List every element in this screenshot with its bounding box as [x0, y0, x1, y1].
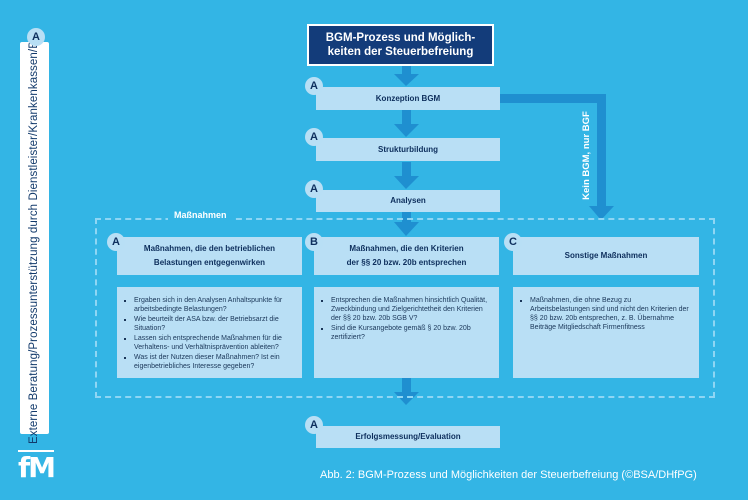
arrow-bypass-vertical	[597, 94, 606, 208]
step-konzeption-label: Konzeption BGM	[375, 93, 441, 103]
sidebar-panel	[20, 42, 49, 434]
step-konzeption-badge: A	[305, 77, 323, 95]
arrowhead-massnahmen-to-evaluation	[394, 392, 419, 405]
sidebar-badge: A	[27, 28, 45, 46]
fm-logo: fM	[18, 451, 56, 484]
arrow-massnahmen-to-evaluation	[402, 378, 411, 394]
list-item: Wie beurteilt der ASA bzw. der Betriebsa…	[134, 315, 294, 333]
step-strukturbildung-badge: A	[305, 128, 323, 146]
arrow-bypass-horizontal	[500, 94, 606, 103]
step-strukturbildung-label: Strukturbildung	[378, 144, 438, 154]
step-evaluation-label: Erfolgsmessung/Evaluation	[355, 432, 461, 441]
arrow-title-to-konzeption	[402, 63, 411, 76]
step-strukturbildung: Strukturbildung	[316, 138, 500, 161]
list-item: Ergaben sich in den Analysen Anhaltspunk…	[134, 296, 294, 314]
list-item: Sind die Kursangebote gemäß § 20 bzw. 20…	[331, 324, 491, 342]
logo-rule	[18, 450, 54, 452]
list-item: Lassen sich entsprechende Maßnahmen für …	[134, 334, 294, 352]
list-item: Maßnahmen, die ohne Bezug zu Arbeitsbela…	[530, 296, 691, 332]
arrowhead-analysen-to-massnahmen	[394, 222, 419, 236]
massnahmen-a-line1: Maßnahmen, die den betrieblichen	[143, 244, 276, 253]
arrowhead-konzeption-to-struktur	[394, 124, 419, 137]
arrowhead-struktur-to-analysen	[394, 176, 419, 189]
massnahmen-b-line2: der §§ 20 bzw. 20b entsprechen	[346, 258, 467, 267]
massnahmen-c-header: Sonstige Maßnahmen	[513, 237, 699, 275]
massnahmen-b-badge: B	[305, 233, 323, 251]
diagram-title: BGM-Prozess und Möglich- keiten der Steu…	[307, 24, 494, 66]
massnahmen-a-list: Ergaben sich in den Analysen Anhaltspunk…	[126, 296, 294, 371]
massnahmen-a-details: Ergaben sich in den Analysen Anhaltspunk…	[117, 287, 302, 378]
massnahmen-a-line2: Belastungen entgegenwirken	[153, 258, 266, 267]
massnahmen-a-header: Maßnahmen, die den betrieblichen Belastu…	[117, 237, 302, 275]
massnahmen-region	[95, 218, 715, 398]
arrowhead-bypass	[589, 206, 614, 220]
step-analysen-label: Analysen	[390, 196, 426, 205]
massnahmen-b-list: Entsprechen die Maßnahmen hinsichtlich Q…	[323, 296, 491, 342]
arrow-struktur-to-analysen	[402, 162, 411, 178]
massnahmen-c-list: Maßnahmen, die ohne Bezug zu Arbeitsbela…	[522, 296, 691, 332]
massnahmen-c-badge: C	[504, 233, 522, 251]
step-evaluation: Erfolgsmessung/Evaluation	[316, 426, 500, 448]
massnahmen-b-header: Maßnahmen, die den Kriterien der §§ 20 b…	[314, 237, 499, 275]
massnahmen-a-badge: A	[107, 233, 125, 251]
arrow-konzeption-to-struktur	[402, 110, 411, 126]
step-analysen-badge: A	[305, 180, 323, 198]
bypass-label-wrap: Kein BGM, nur BGF	[574, 100, 598, 210]
sidebar-text: Externe Beratung/Prozessunterstützung du…	[28, 31, 41, 445]
bypass-label: Kein BGM, nur BGF	[580, 110, 592, 200]
list-item: Entsprechen die Maßnahmen hinsichtlich Q…	[331, 296, 491, 323]
step-analysen: Analysen	[316, 190, 500, 212]
arrowhead-title-to-konzeption	[394, 74, 419, 86]
massnahmen-label: Maßnahmen	[168, 210, 233, 220]
massnahmen-b-details: Entsprechen die Maßnahmen hinsichtlich Q…	[314, 287, 499, 378]
massnahmen-b-line1: Maßnahmen, die den Kriterien	[349, 244, 464, 253]
figure-caption: Abb. 2: BGM-Prozess und Möglichkeiten de…	[320, 469, 697, 481]
step-konzeption: Konzeption BGM	[316, 87, 500, 110]
step-evaluation-badge: A	[305, 416, 323, 434]
massnahmen-c-label: Sonstige Maßnahmen	[564, 251, 648, 260]
diagram-title-text: BGM-Prozess und Möglich- keiten der Steu…	[325, 32, 476, 58]
sidebar-text-wrap: Externe Beratung/Prozessunterstützung du…	[20, 32, 49, 444]
list-item: Was ist der Nutzen dieser Maßnahmen? Ist…	[134, 353, 294, 371]
massnahmen-c-details: Maßnahmen, die ohne Bezug zu Arbeitsbela…	[513, 287, 699, 378]
